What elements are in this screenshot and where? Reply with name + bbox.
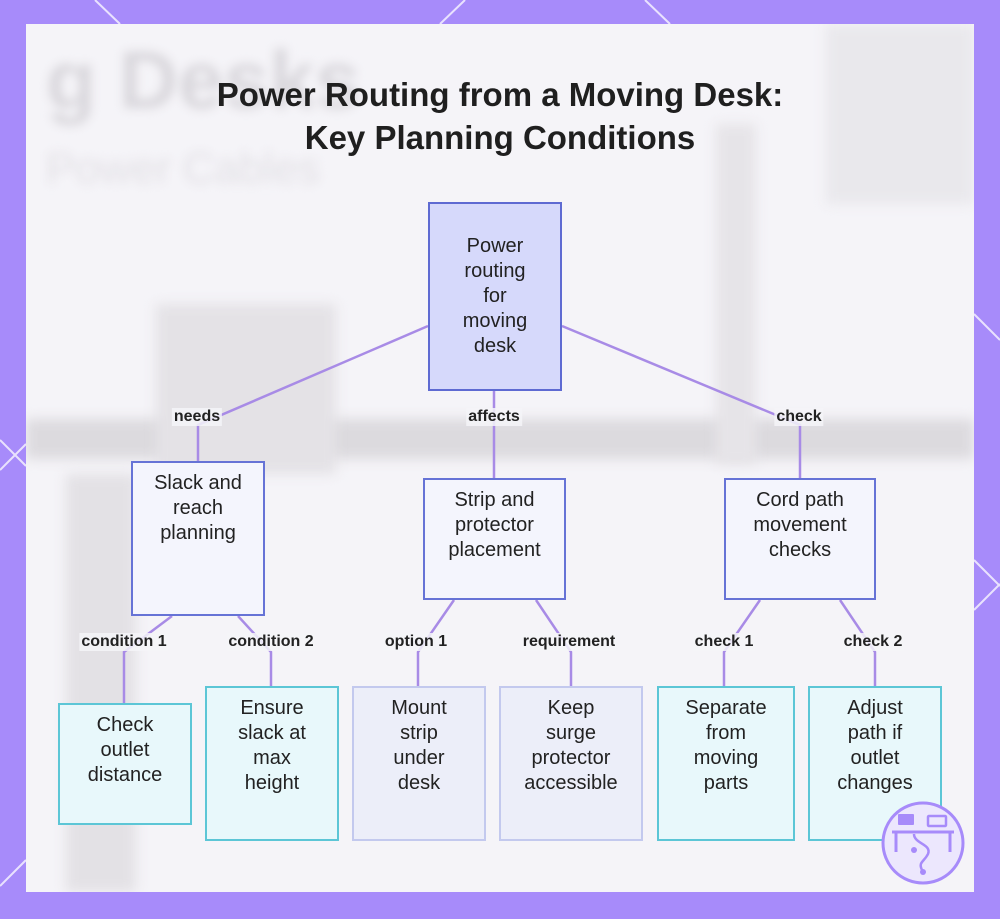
edge-label-requirement: requirement [520, 633, 618, 651]
title-line-1: Power Routing from a Moving Desk: [216, 76, 784, 113]
background-subword: Power Cables [46, 144, 320, 193]
edge-check-2 [838, 599, 877, 686]
node-ensure-slack-at-max-height: Ensure slack at max height [205, 686, 339, 841]
desk-cable-icon [881, 801, 965, 885]
edge-label-check: check [774, 408, 824, 426]
edge-requirement [534, 599, 573, 686]
edge-check-1 [722, 599, 762, 686]
edge-label-condition-2: condition 2 [226, 633, 316, 651]
title-line-2: Key Planning Conditions [304, 119, 696, 156]
root-node: Power routing for moving desk [428, 202, 562, 391]
edge-needs [196, 324, 429, 462]
background-leg-right [716, 124, 756, 464]
node-strip-and-protector-placement: Strip and protector placement [423, 478, 566, 600]
edge-label-condition-1: condition 1 [79, 633, 169, 651]
background-word: g Desks [46, 35, 361, 126]
node-cord-path-movement-checks: Cord path movement checks [724, 478, 876, 600]
node-separate-from-moving-parts: Separate from moving parts [657, 686, 795, 841]
edge-condition-2 [237, 615, 273, 686]
edge-label-check-2: check 2 [841, 633, 905, 651]
node-check-outlet-distance: Check outlet distance [58, 703, 192, 825]
node-slack-and-reach-planning: Slack and reach planning [131, 461, 265, 616]
background-panel [156, 304, 336, 474]
edge-label-check-1: check 1 [692, 633, 756, 651]
edge-label-needs: needs [171, 408, 223, 426]
background-wall [826, 24, 974, 204]
edge-label-option-1: option 1 [382, 633, 450, 651]
edge-check [561, 324, 802, 478]
edge-condition-1 [122, 615, 173, 703]
edge-option-1 [416, 599, 456, 686]
edge-label-affects: affects [466, 408, 522, 426]
node-mount-strip-under-desk: Mount strip under desk [352, 686, 486, 841]
node-keep-surge-protector-accessible: Keep surge protector accessible [499, 686, 643, 841]
